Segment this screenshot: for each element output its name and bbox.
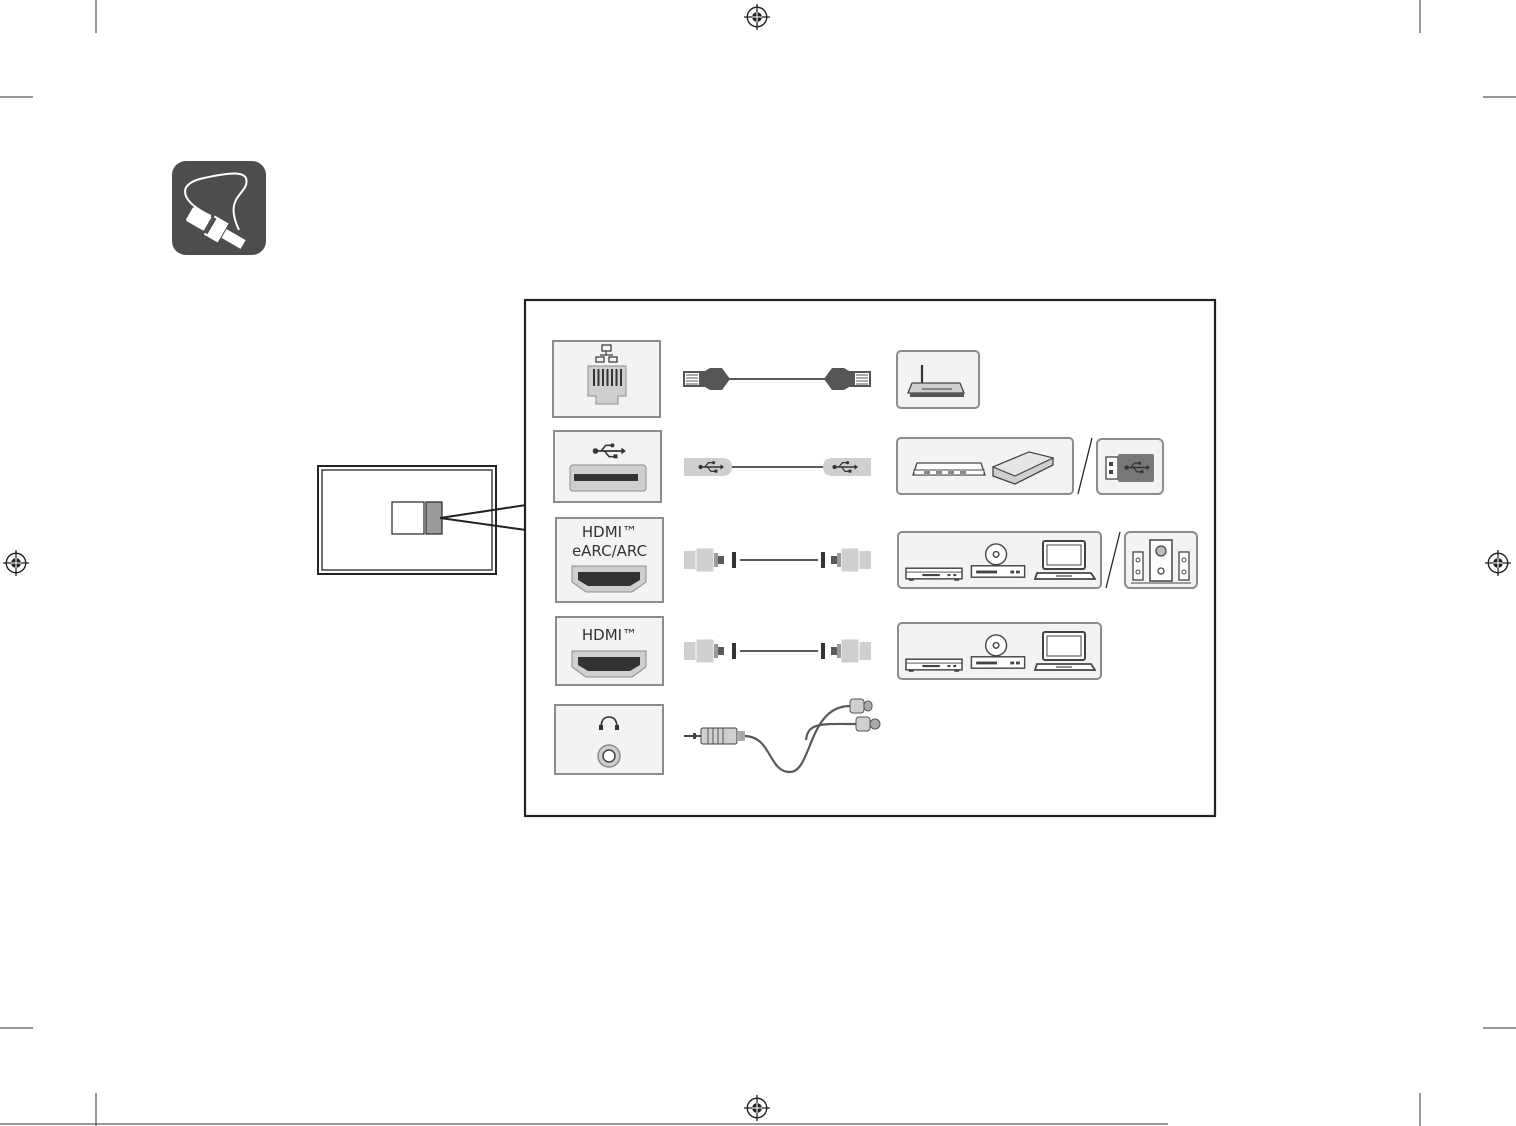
laptop-icon — [1035, 541, 1095, 579]
hdmi-label-line1: HDMI™ — [556, 626, 663, 645]
usb-storage-devices — [897, 438, 1163, 494]
av-source-devices — [898, 623, 1101, 679]
registration-mark-icon — [744, 1095, 770, 1121]
registration-mark-icon — [3, 550, 29, 576]
headphone-port-icon — [555, 705, 663, 774]
usb-port-icon — [554, 431, 661, 502]
router-icon — [897, 351, 979, 408]
registration-mark-icon — [1485, 550, 1511, 576]
hdmi-earc-label-line2: eARC/ARC — [556, 542, 663, 561]
set-top-box-icon — [906, 659, 962, 672]
hub-icon — [913, 463, 985, 475]
usb-stick-icon — [1097, 439, 1163, 494]
cable-connection-icon — [172, 161, 266, 255]
registration-mark-icon — [744, 4, 770, 30]
set-top-box-icon — [906, 568, 962, 581]
tv-back-panel — [318, 466, 526, 574]
laptop-icon — [1035, 632, 1095, 670]
lan-port-icon — [553, 341, 660, 417]
hdmi-earc-label-line1: HDMI™ — [556, 523, 663, 542]
speaker-system-icon — [1125, 532, 1197, 588]
hdmi-port-label: HDMI™ — [556, 626, 663, 645]
hdmi-earc-port-label: HDMI™ eARC/ARC — [556, 523, 663, 561]
av-source-devices — [898, 532, 1101, 588]
